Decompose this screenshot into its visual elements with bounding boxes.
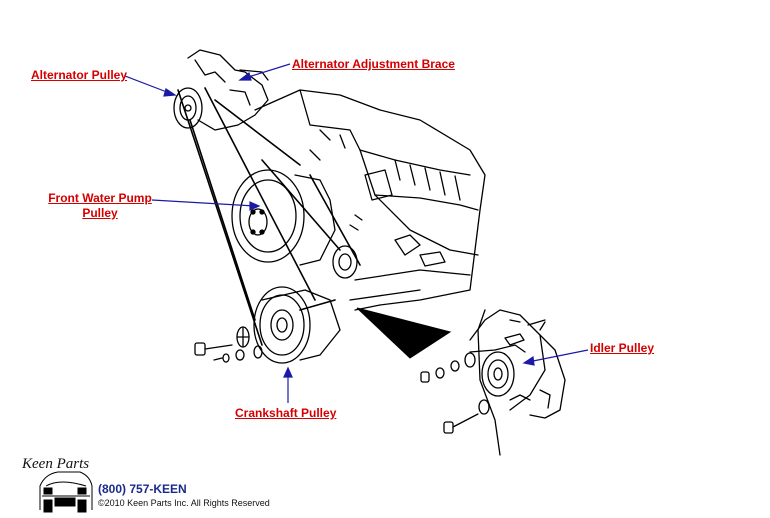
keen-parts-logo-text: Keen Parts [22,456,90,472]
idler-assembly [420,309,566,456]
crankshaft-pulley-drawing [253,286,341,364]
crank-bolt-set [194,326,263,363]
water-pump-label-line1: Front Water Pump [48,191,152,205]
location-pointer-wedge [356,307,452,359]
alternator [173,49,269,131]
water-pump-pulley-label[interactable]: Front Water Pump Pulley [42,191,158,221]
water-pump-pulley [231,169,336,266]
leader-lines [124,63,589,403]
idler-pulley-label[interactable]: Idler Pulley [590,341,655,355]
water-pump-label-line2: Pulley [82,206,118,220]
alternator-brace-label[interactable]: Alternator Adjustment Brace [292,57,455,71]
phone-number[interactable]: (800) 757-KEEN [98,482,187,496]
engine-block [254,89,486,311]
keen-parts-logo-car [39,471,93,513]
small-pulley [332,245,358,279]
copyright-notice: ©2010 Keen Parts Inc. All Rights Reserve… [98,498,270,508]
crankshaft-pulley-label[interactable]: Crankshaft Pulley [235,406,337,420]
drive-belts [177,87,361,346]
alternator-pulley-label[interactable]: Alternator Pulley [31,68,128,82]
